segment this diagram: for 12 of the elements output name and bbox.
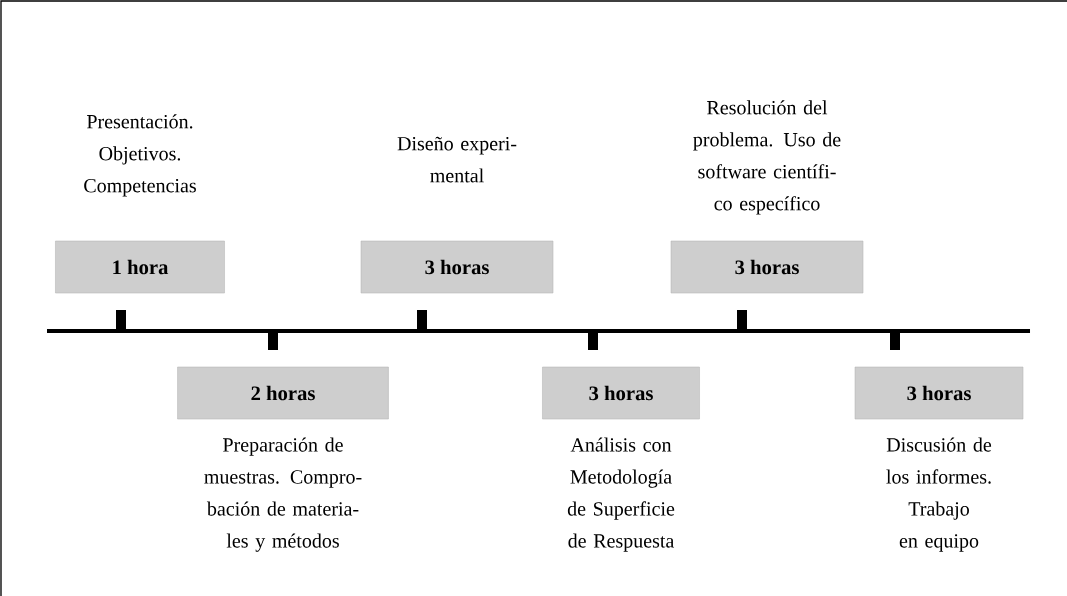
activity-description: Diseño experi- mental: [397, 136, 517, 183]
duration-box: 3 horas: [360, 240, 554, 294]
activity-description: Preparación de muestras. Compro- bación de materia- les y métodos: [204, 437, 362, 552]
duration-box: 1 hora: [55, 240, 225, 294]
activity-description: Resolución del problema. Uso de software científi- co específico: [693, 100, 841, 215]
duration-box: 3 horas: [854, 366, 1024, 420]
activity-description: Presentación. Objetivos. Competencias: [84, 114, 196, 197]
activity-description: Discusión de los informes. Trabajo en equipo: [886, 437, 992, 552]
activity-description: Análisis con Metodología de Superficie de Respuesta: [567, 437, 675, 552]
duration-box: 3 horas: [542, 366, 700, 420]
duration-box: 2 horas: [177, 366, 389, 420]
duration-box: 3 horas: [670, 240, 864, 294]
